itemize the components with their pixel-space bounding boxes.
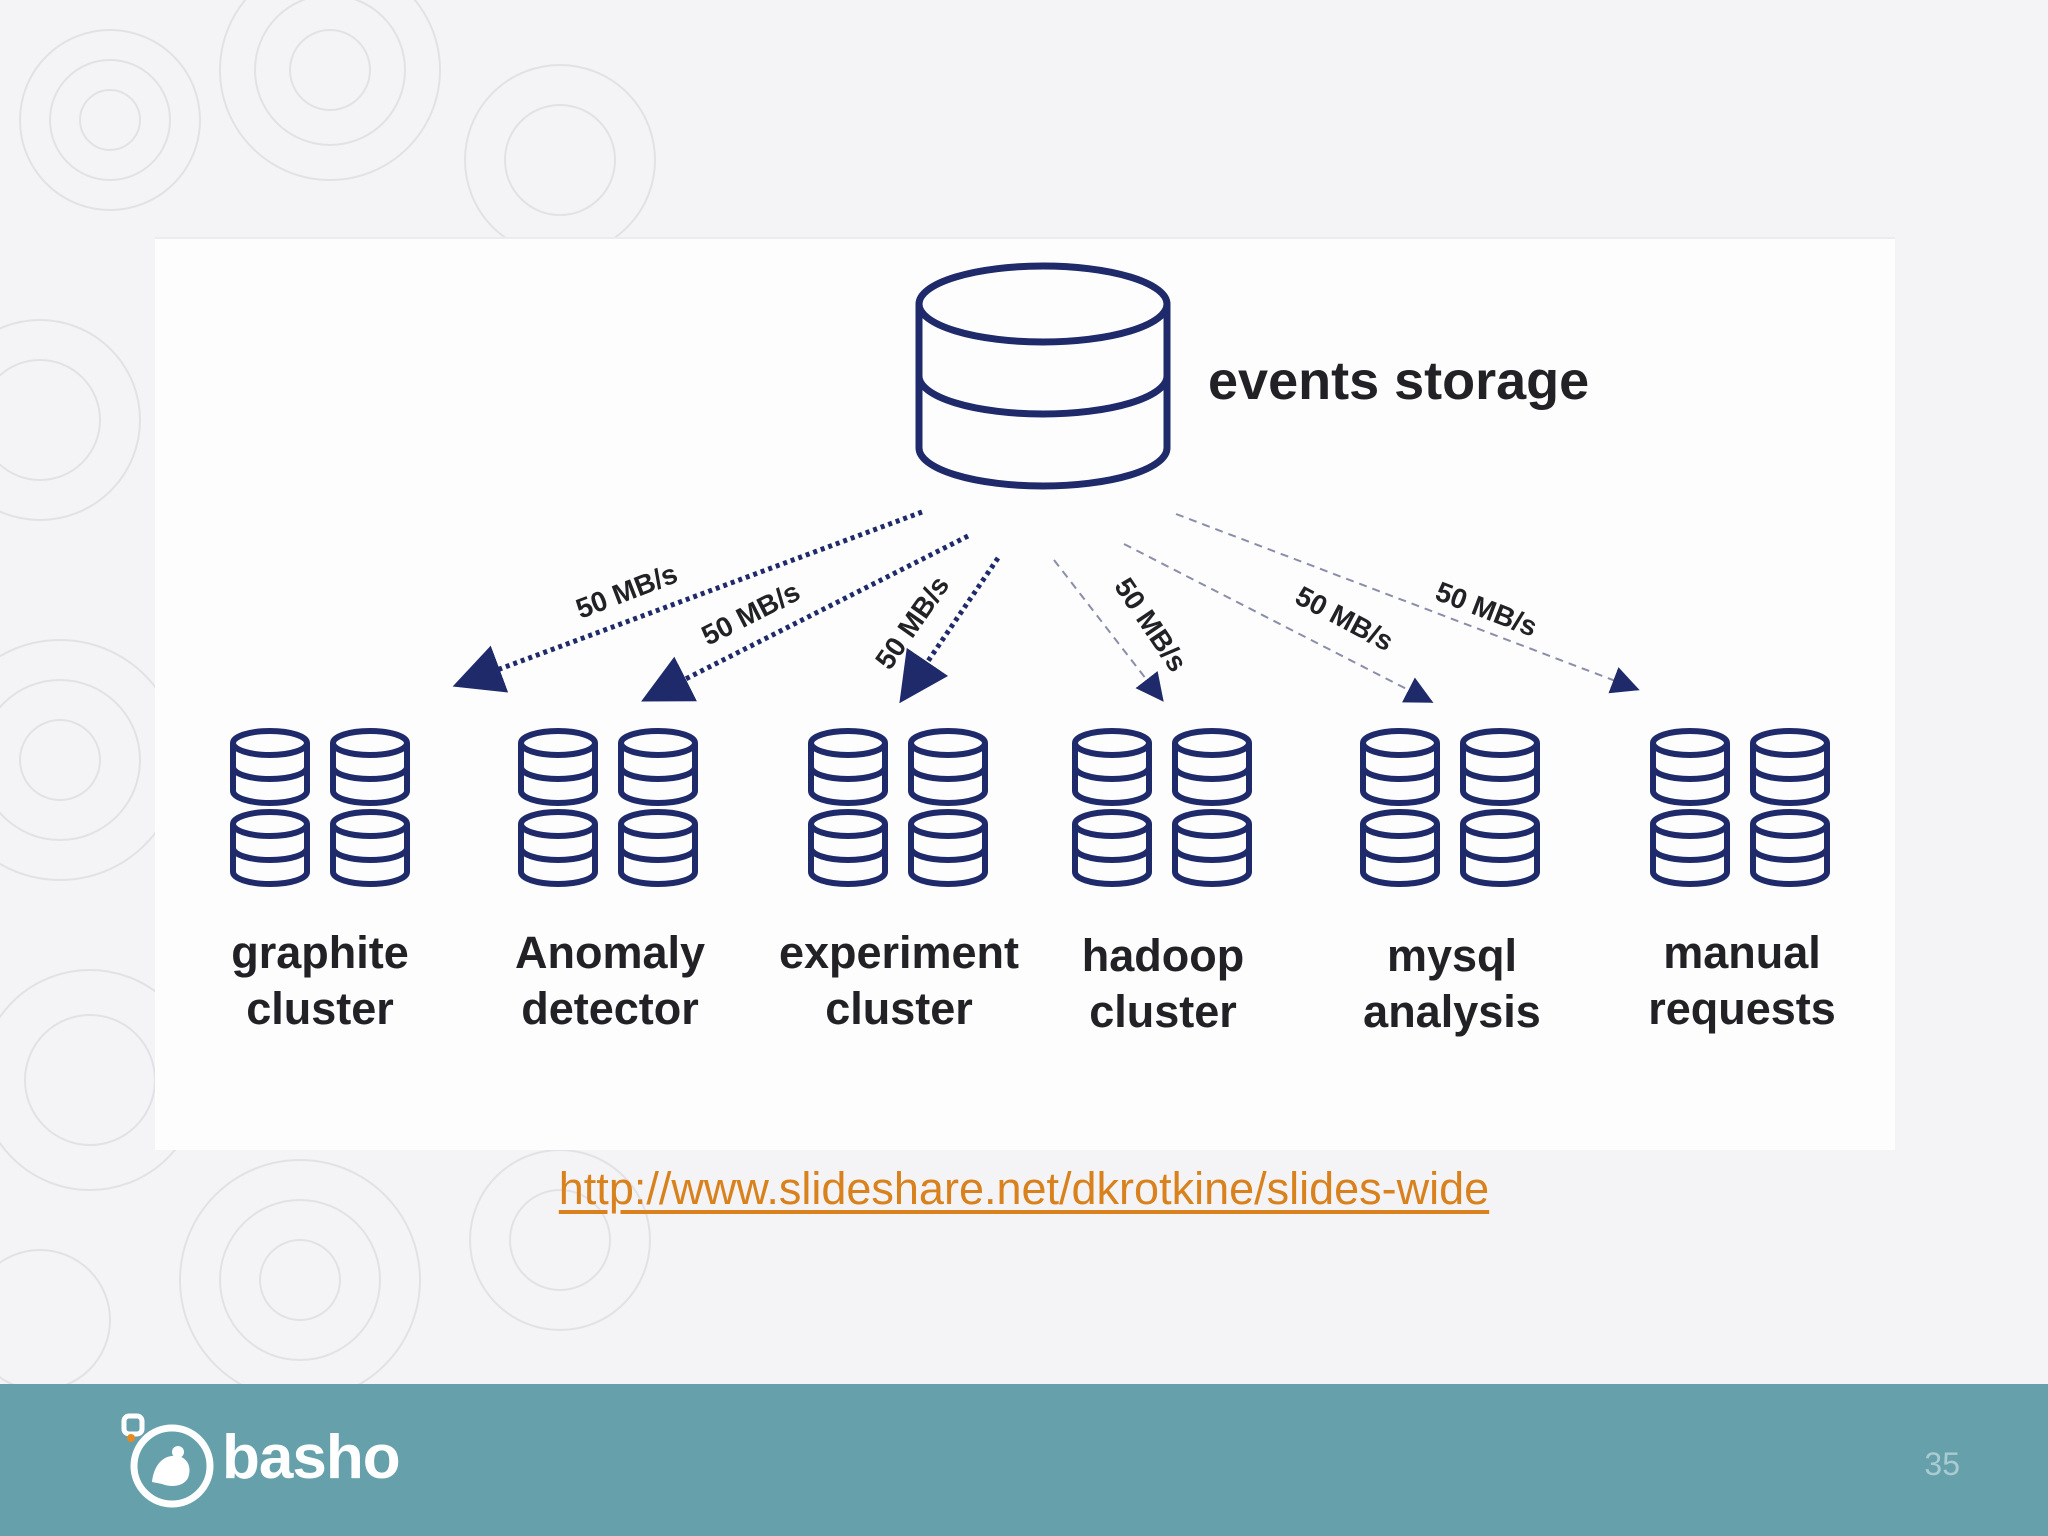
database-disk-icon [908,728,988,806]
node-label-line1: hadoop [1081,930,1245,981]
events-storage-icon [915,262,1171,490]
database-disk-icon [1072,728,1152,806]
database-disk-icon [618,728,698,806]
node-label-line1: Anomaly [514,927,706,978]
node-label-line2: analysis [1363,986,1541,1037]
node-label-line2: cluster [1089,986,1237,1037]
edge-arrow-1 [452,509,923,693]
node-label-hadoop-cluster: hadoop cluster [1013,928,1313,1040]
node-label-line1: experiment [778,927,1020,978]
database-disk-icon [1360,809,1440,887]
database-disk-icon [618,809,698,887]
node-label-line1: graphite [231,927,409,978]
database-disk-icon [908,809,988,887]
node-label-line2: cluster [246,983,394,1034]
edge-arrow-3 [899,556,1001,704]
edge-arrow-6 [1175,513,1640,694]
cluster-icon-graphite-cluster [230,728,410,887]
footer-bar [0,1384,2048,1536]
database-disk-icon [1750,809,1830,887]
database-disk-icon [1460,728,1540,806]
database-disk-icon [330,728,410,806]
database-disk-icon [1650,809,1730,887]
edge-arrowhead-6 [1618,675,1640,691]
database-disk-icon [518,809,598,887]
edge-label-6: 50 MB/s [1431,576,1541,643]
node-label-line1: mysql [1386,930,1518,981]
database-disk-icon [808,809,888,887]
edge-arrowhead-4 [1145,681,1164,702]
database-disk-icon [808,728,888,806]
edge-label-1: 50 MB/s [572,558,682,625]
node-label-line2: requests [1648,983,1836,1034]
node-label-anomaly-detector: Anomaly detector [460,925,760,1037]
edge-arrow-4 [1053,559,1164,702]
database-disk-icon [230,728,310,806]
node-label-line1: manual [1663,927,1821,978]
database-disk-icon [1172,728,1252,806]
clusters-layer [230,728,1830,887]
database-disk-icon [1650,728,1730,806]
cluster-icon-mysql-analysis [1360,728,1540,887]
database-disk-icon [330,809,410,887]
database-disk-icon [1460,809,1540,887]
edge-arrow-2 [641,533,970,702]
cluster-icon-experiment-cluster [808,728,988,887]
diagram-panel [155,238,1895,1150]
node-label-mysql-analysis: mysql analysis [1302,928,1602,1040]
page-number: 35 [1924,1446,1960,1482]
edge-label-5: 50 MB/s [1290,580,1398,657]
database-disk-icon [1750,728,1830,806]
events-storage-label: events storage [1208,351,1590,411]
edge-label-2: 50 MB/s [697,576,805,652]
database-disk-icon [230,809,310,887]
source-link[interactable]: http://www.slideshare.net/dkrotkine/slid… [558,1163,1490,1214]
basho-logo-icon [121,1413,214,1508]
cluster-icon-hadoop-cluster [1072,728,1252,887]
database-disk-icon [1360,728,1440,806]
database-disk-icon [518,728,598,806]
basho-logo-text: basho [222,1423,401,1492]
cluster-icon-anomaly-detector [518,728,698,887]
edge-arrow-5 [1123,543,1434,703]
edge-arrowhead-5 [1412,686,1434,703]
node-label-line2: cluster [825,983,973,1034]
edge-label-3: 50 MB/s [869,570,955,674]
node-label-experiment-cluster: experiment cluster [749,925,1049,1037]
node-label-graphite-cluster: graphite cluster [170,925,470,1037]
database-disk-icon [1172,809,1252,887]
node-label-manual-requests: manual requests [1592,925,1892,1037]
edge-label-4: 50 MB/s [1108,572,1193,677]
node-label-line2: detector [521,983,699,1034]
database-disk-icon [1072,809,1152,887]
cluster-icon-manual-requests [1650,728,1830,887]
panel-divider [155,237,1895,239]
